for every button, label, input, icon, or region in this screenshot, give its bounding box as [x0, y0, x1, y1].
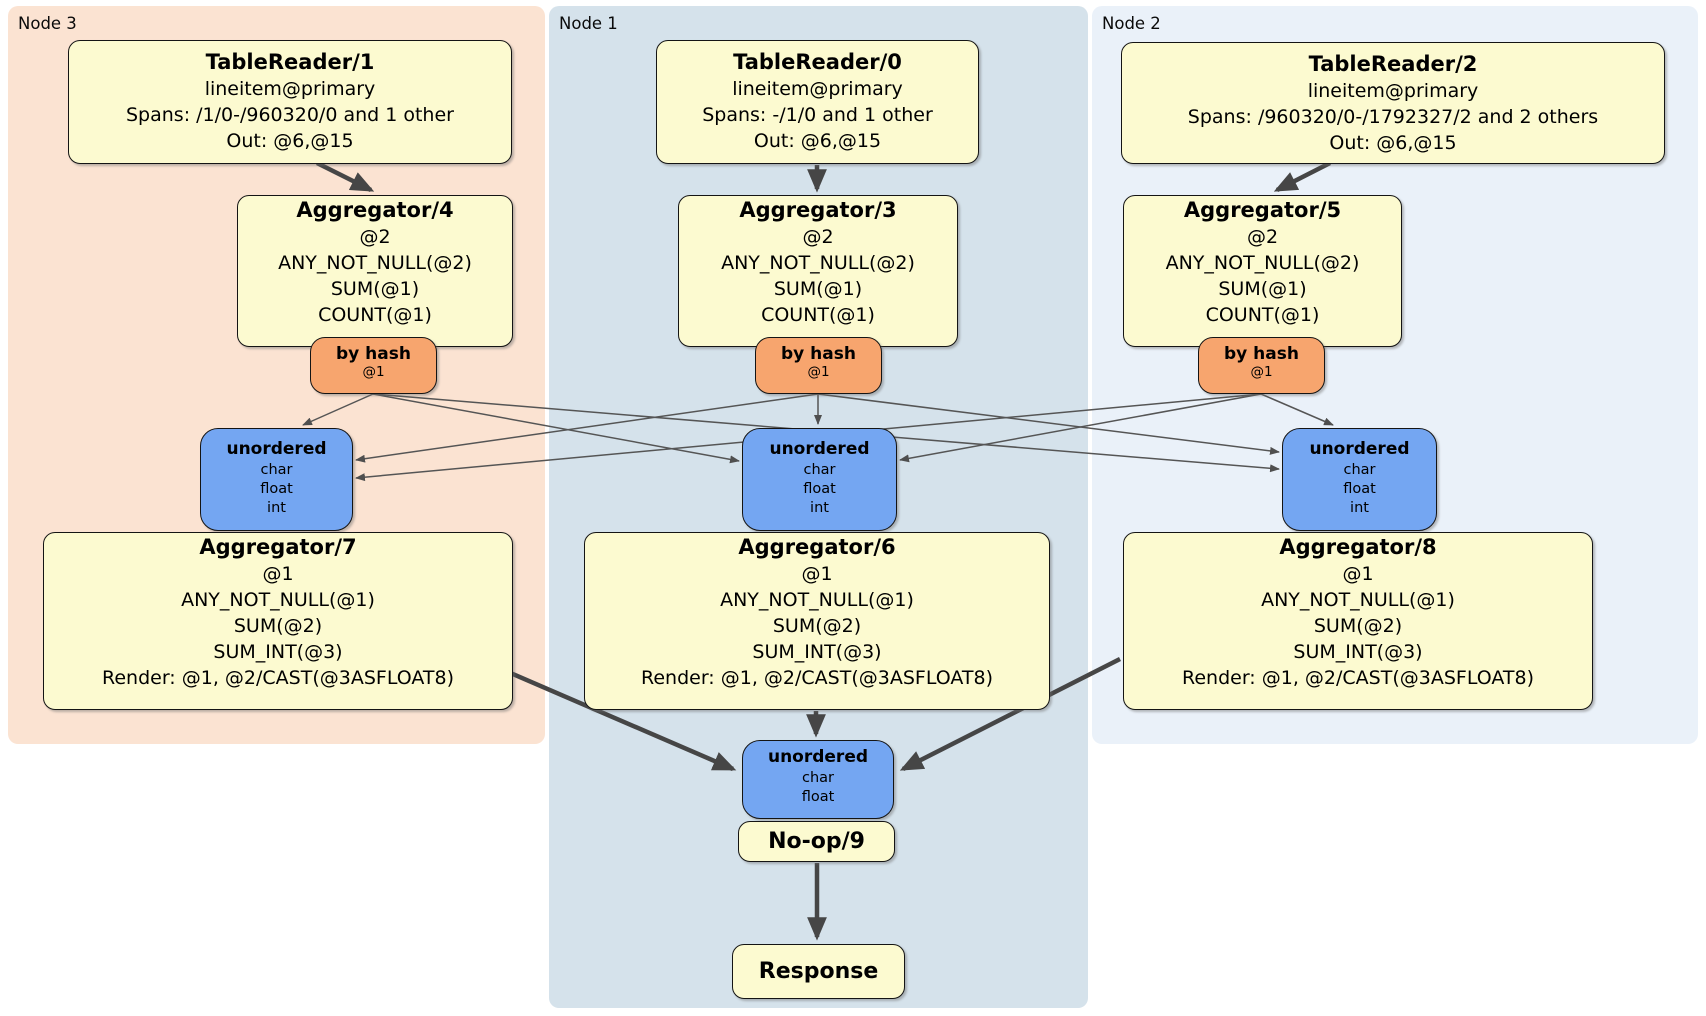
- processor-detail: SUM_INT(@3): [752, 641, 882, 663]
- router-by-hash-mid: by hash @1: [755, 337, 882, 394]
- router-title: by hash: [336, 344, 411, 364]
- processor-detail: ANY_NOT_NULL(@1): [181, 589, 375, 611]
- processor-detail: SUM_INT(@3): [1293, 641, 1423, 663]
- processor-detail: Spans: /1/0-/960320/0 and 1 other: [126, 104, 454, 126]
- node-tablereader-0: TableReader/0 lineitem@primary Spans: -/…: [656, 40, 979, 164]
- processor-detail: ANY_NOT_NULL(@2): [1165, 252, 1360, 274]
- region-label-node-3: Node 3: [18, 14, 77, 33]
- node-tablereader-2: TableReader/2 lineitem@primary Spans: /9…: [1121, 42, 1665, 164]
- stream-type: float: [801, 789, 835, 805]
- stream-unordered-right: unordered char float int: [1282, 428, 1437, 531]
- processor-title: TableReader/0: [733, 50, 902, 74]
- node-aggregator-5: Aggregator/5 @2 ANY_NOT_NULL(@2) SUM(@1)…: [1123, 195, 1402, 347]
- processor-edges: [315, 160, 1332, 941]
- processor-detail: ANY_NOT_NULL(@2): [721, 252, 915, 274]
- processor-detail: lineitem@primary: [204, 78, 376, 100]
- stream-type: float: [1343, 481, 1376, 497]
- processor-detail: SUM_INT(@3): [213, 641, 343, 663]
- processor-detail: SUM(@1): [330, 278, 420, 300]
- stream-unordered-left: unordered char float int: [200, 428, 353, 531]
- node-noop-9: No-op/9: [738, 821, 895, 862]
- node-aggregator-3: Aggregator/3 @2 ANY_NOT_NULL(@2) SUM(@1)…: [678, 195, 958, 347]
- processor-detail: Render: @1, @2/CAST(@3ASFLOAT8): [102, 667, 454, 689]
- processor-detail: @2: [1246, 226, 1279, 248]
- stream-type: char: [803, 462, 836, 478]
- processor-detail: Out: @6,@15: [1329, 132, 1457, 154]
- processor-detail: SUM(@1): [773, 278, 863, 300]
- processor-detail: COUNT(@1): [318, 304, 432, 326]
- processor-detail: Spans: -/1/0 and 1 other: [702, 104, 933, 126]
- stream-type: int: [267, 500, 286, 516]
- router-key: @1: [362, 364, 385, 380]
- node-aggregator-6: Aggregator/6 @1 ANY_NOT_NULL(@1) SUM(@2)…: [584, 532, 1050, 710]
- router-by-hash-left: by hash @1: [310, 337, 437, 394]
- processor-detail: COUNT(@1): [761, 304, 875, 326]
- processor-detail: ANY_NOT_NULL(@1): [1261, 589, 1455, 611]
- processor-detail: @1: [262, 563, 294, 585]
- processor-title: Aggregator/8: [1279, 535, 1437, 559]
- stream-type: char: [1343, 462, 1376, 478]
- node-tablereader-1: TableReader/1 lineitem@primary Spans: /1…: [68, 40, 512, 164]
- processor-detail: SUM(@2): [1313, 615, 1403, 637]
- stream-title: unordered: [226, 439, 327, 459]
- router-key: @1: [807, 364, 830, 380]
- processor-title: No-op/9: [768, 828, 865, 854]
- stream-type: float: [803, 481, 836, 497]
- processor-detail: COUNT(@1): [1205, 304, 1320, 326]
- stream-type: char: [801, 770, 834, 786]
- region-label-node-1: Node 1: [559, 14, 618, 33]
- processor-detail: ANY_NOT_NULL(@2): [278, 252, 472, 274]
- processor-title: Aggregator/3: [739, 198, 897, 222]
- processor-detail: @1: [801, 563, 833, 585]
- processor-title: TableReader/2: [1308, 52, 1478, 76]
- processor-detail: @2: [359, 226, 391, 248]
- stream-type: float: [260, 481, 293, 497]
- processor-detail: Render: @1, @2/CAST(@3ASFLOAT8): [641, 667, 993, 689]
- router-title: by hash: [1224, 344, 1299, 364]
- stream-type: int: [810, 500, 829, 516]
- stream-unordered-mid: unordered char float int: [742, 428, 897, 531]
- stream-title: unordered: [769, 439, 870, 459]
- processor-detail: SUM(@2): [233, 615, 323, 637]
- stream-type: char: [260, 462, 293, 478]
- router-by-hash-right: by hash @1: [1198, 337, 1325, 394]
- node-response: Response: [732, 944, 905, 999]
- processor-detail: Out: @6,@15: [226, 130, 354, 152]
- router-key: @1: [1250, 364, 1273, 380]
- processor-title: Response: [758, 958, 879, 984]
- processor-title: Aggregator/7: [199, 535, 357, 559]
- processor-detail: SUM(@2): [772, 615, 862, 637]
- processor-detail: Spans: /960320/0-/1792327/2 and 2 others: [1187, 106, 1599, 128]
- processor-detail: SUM(@1): [1218, 278, 1307, 300]
- processor-title: Aggregator/4: [296, 198, 454, 222]
- processor-title: Aggregator/6: [738, 535, 896, 559]
- processor-detail: Out: @6,@15: [753, 130, 882, 152]
- node-aggregator-8: Aggregator/8 @1 ANY_NOT_NULL(@1) SUM(@2)…: [1123, 532, 1593, 710]
- processor-detail: Render: @1, @2/CAST(@3ASFLOAT8): [1182, 667, 1534, 689]
- processor-detail: @1: [1342, 563, 1374, 585]
- stream-unordered-final: unordered char float: [742, 740, 894, 819]
- node-aggregator-7: Aggregator/7 @1 ANY_NOT_NULL(@1) SUM(@2)…: [43, 532, 513, 710]
- processor-title: TableReader/1: [205, 50, 375, 74]
- processor-detail: ANY_NOT_NULL(@1): [720, 589, 914, 611]
- processor-detail: lineitem@primary: [732, 78, 903, 100]
- processor-detail: lineitem@primary: [1307, 80, 1479, 102]
- stream-title: unordered: [1309, 439, 1410, 459]
- node-aggregator-4: Aggregator/4 @2 ANY_NOT_NULL(@2) SUM(@1)…: [237, 195, 513, 347]
- processor-title: Aggregator/5: [1183, 198, 1342, 222]
- region-label-node-2: Node 2: [1102, 14, 1161, 33]
- stream-type: int: [1350, 500, 1369, 516]
- processor-detail: @2: [802, 226, 834, 248]
- stream-title: unordered: [767, 747, 869, 767]
- router-title: by hash: [781, 344, 856, 364]
